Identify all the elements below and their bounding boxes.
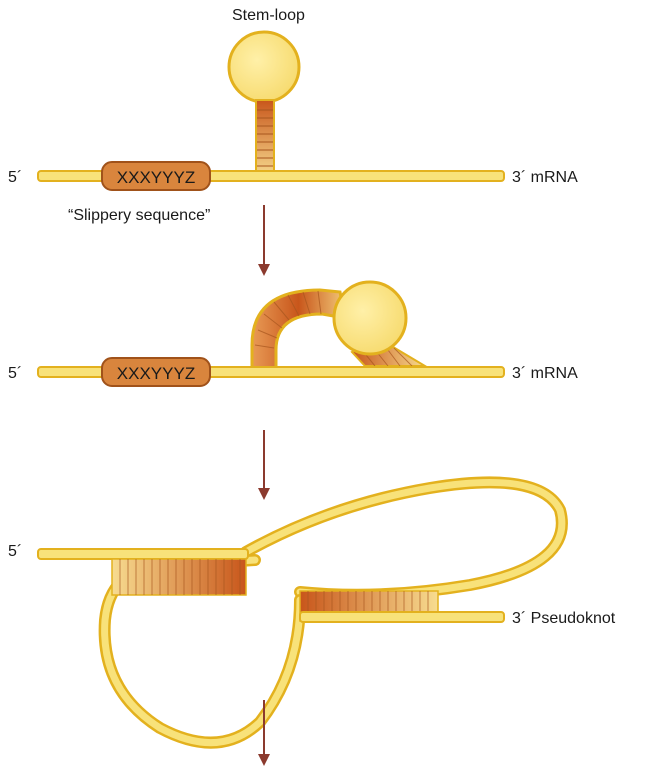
upper-loop-outline xyxy=(246,482,562,594)
panel-1-stem-loop: Stem-loop XXXYYYZ 5´ 3´ mRNA “Slippery s… xyxy=(8,7,578,224)
three-prime-label-1: 3´ mRNA xyxy=(512,169,578,186)
three-prime-strand-3 xyxy=(300,612,504,622)
pseudoknot-stem-1 xyxy=(112,559,246,595)
slippery-box-text-2: XXXYYYZ xyxy=(117,364,195,383)
five-prime-label-2: 5´ xyxy=(8,365,22,382)
arch-stem xyxy=(252,290,345,372)
three-prime-label-2: 3´ mRNA xyxy=(512,365,578,382)
stem-loop-label: Stem-loop xyxy=(232,7,305,24)
five-prime-label-3: 5´ xyxy=(8,543,22,560)
stem-loop-circle xyxy=(229,32,299,102)
panel-2-folding: XXXYYYZ 5´ 3´ mRNA xyxy=(8,282,578,386)
five-prime-strand-3 xyxy=(38,549,248,559)
panel-3-pseudoknot: 5´ 3´ Pseudoknot xyxy=(8,482,616,742)
slippery-sequence-caption: “Slippery sequence” xyxy=(68,207,210,224)
three-prime-label-3: 3´ Pseudoknot xyxy=(512,610,616,627)
slippery-box-text-1: XXXYYYZ xyxy=(117,168,195,187)
five-prime-label-1: 5´ xyxy=(8,169,22,186)
loop-circle-2 xyxy=(334,282,406,354)
